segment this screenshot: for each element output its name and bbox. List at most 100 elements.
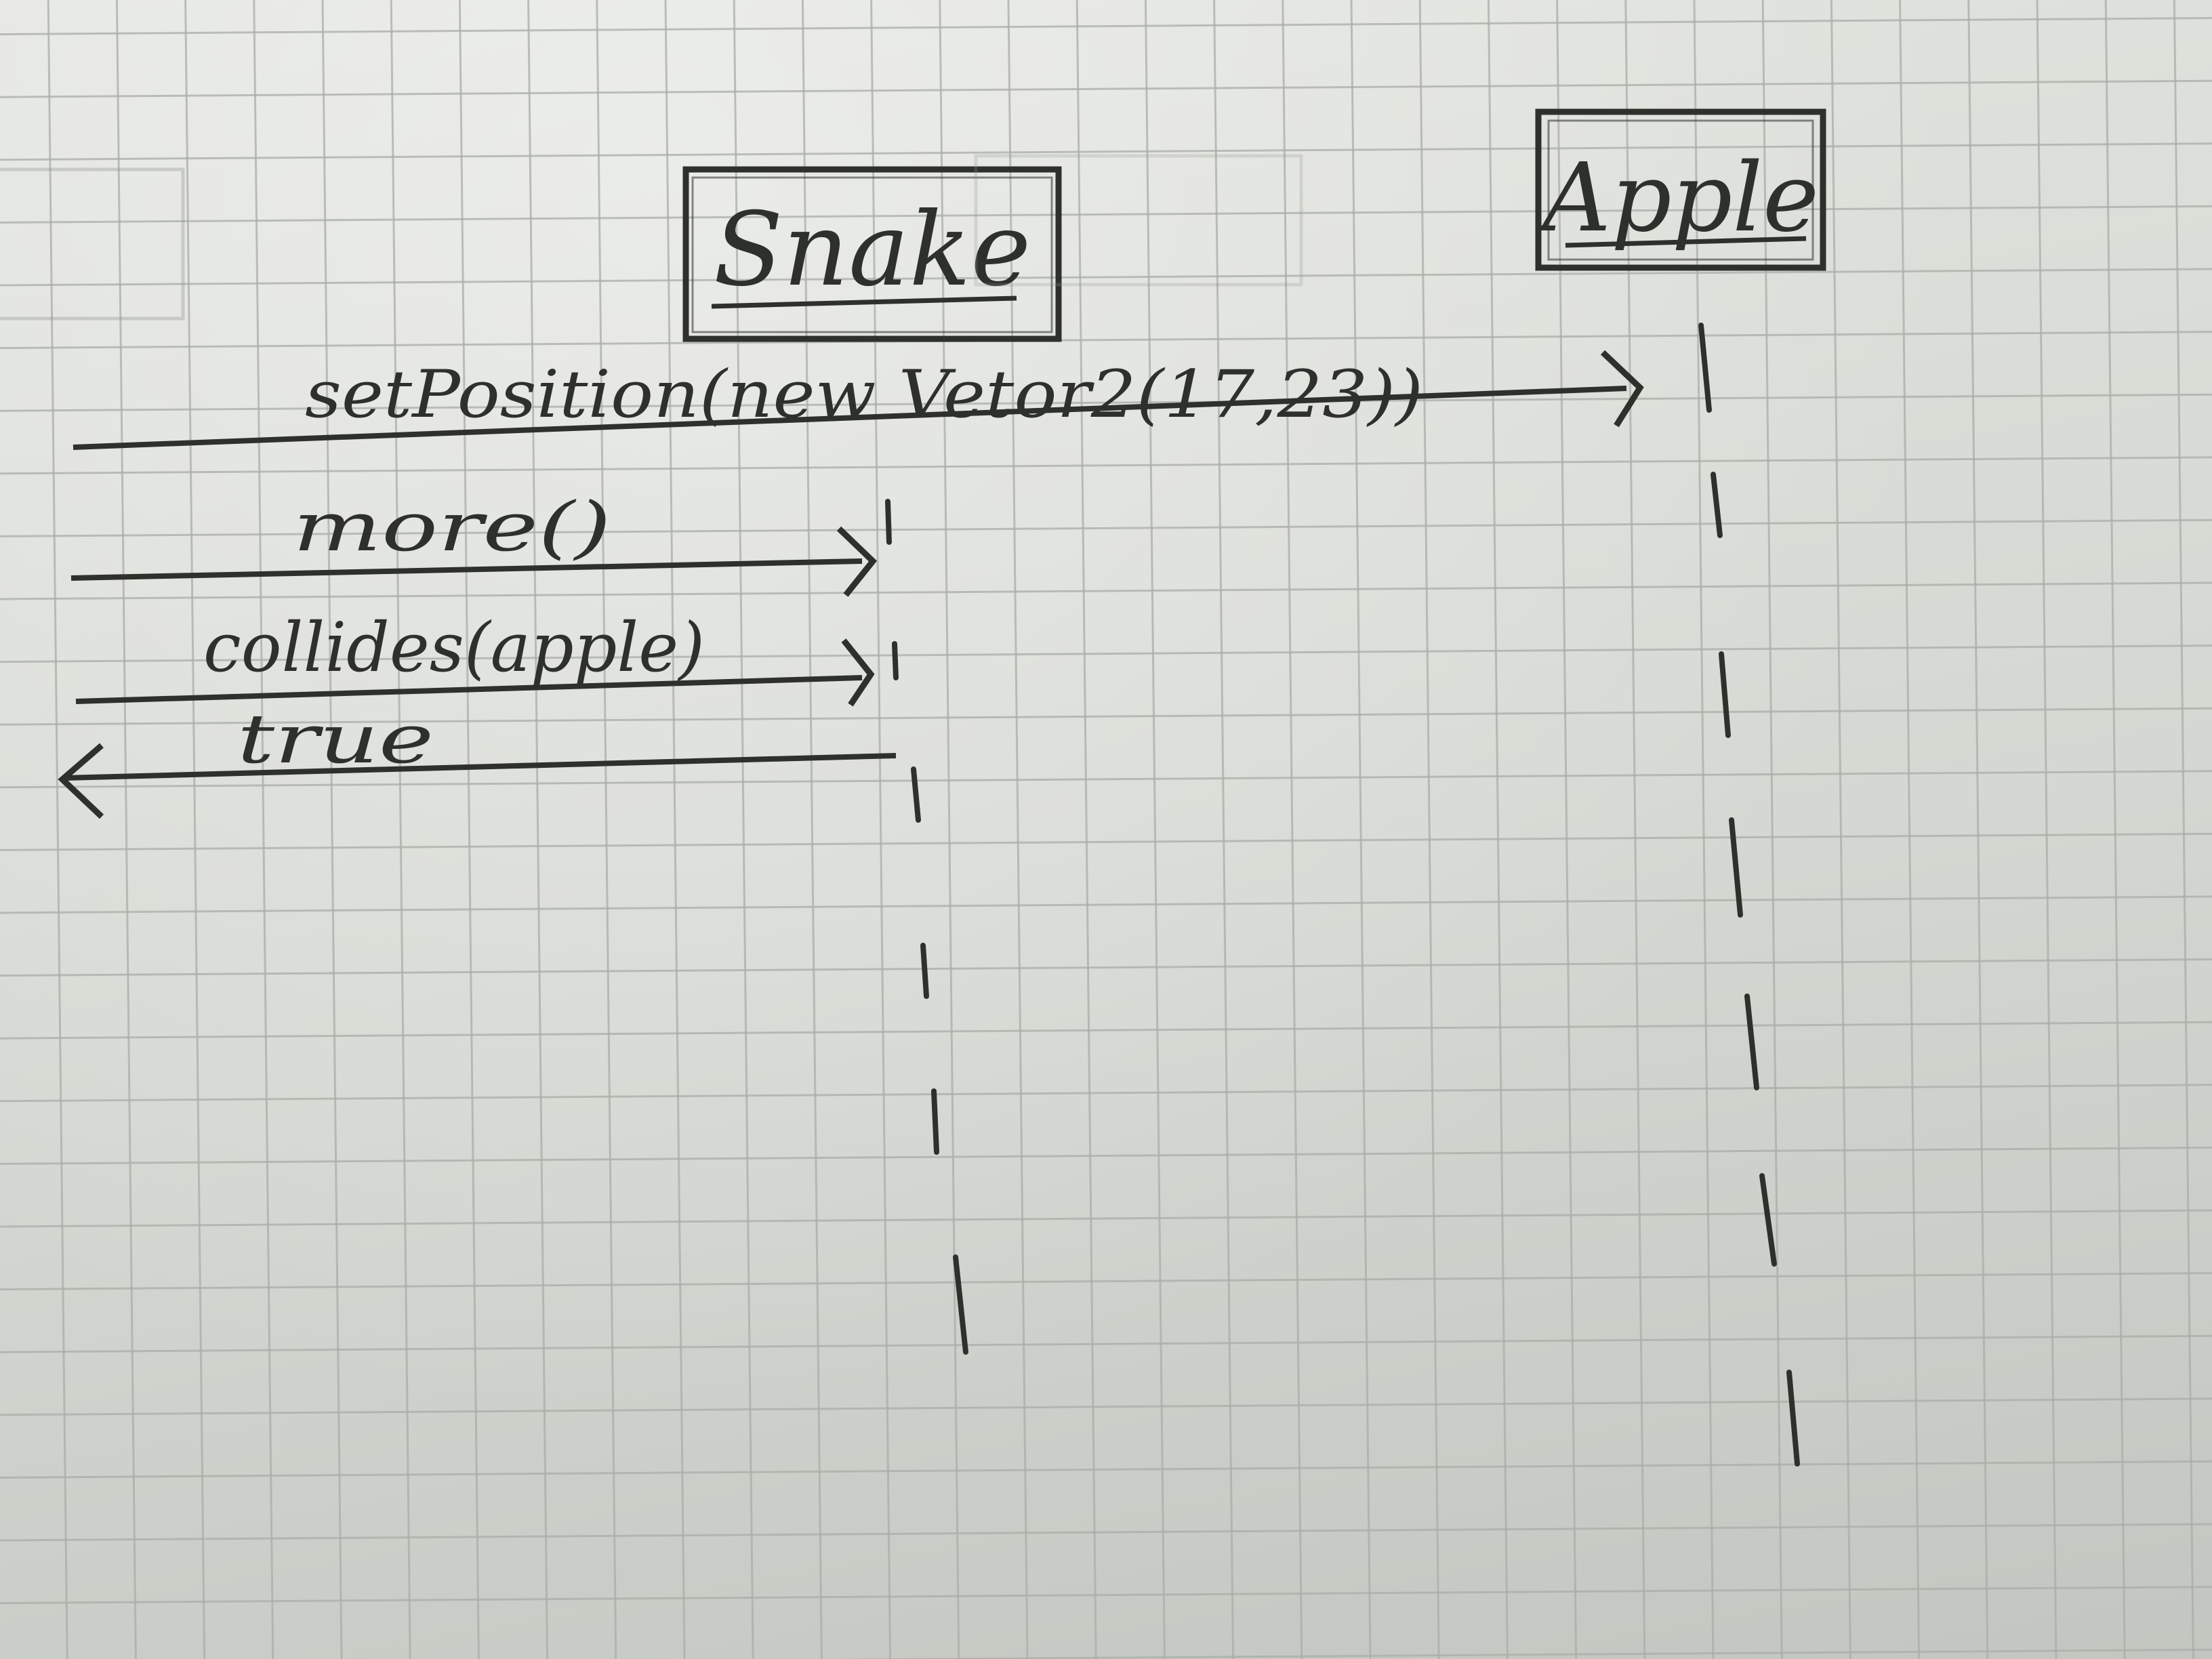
grid-line-vertical	[664, 0, 686, 1659]
grid-line-vertical	[2036, 0, 2057, 1659]
grid-line-vertical	[1624, 0, 1646, 1659]
grid-line-horizontal	[0, 1397, 2212, 1416]
lifeline-dash	[931, 1088, 939, 1155]
apple-box	[1535, 108, 1826, 271]
grid-line-horizontal	[0, 456, 2212, 475]
grid-line-vertical	[801, 0, 823, 1659]
grid-line-horizontal	[0, 518, 2212, 537]
grid-line-horizontal	[0, 1209, 2212, 1228]
grid-line-horizontal	[0, 1523, 2212, 1542]
grid-line-vertical	[939, 0, 960, 1659]
grid-line-vertical	[1761, 0, 1783, 1659]
grid-line-horizontal	[0, 205, 2212, 224]
grid-line-vertical	[1899, 0, 1921, 1659]
lifeline-dash	[953, 1254, 968, 1355]
lifeline-snake: Snake	[682, 166, 1062, 1355]
grid-line-vertical	[2173, 0, 2194, 1659]
message-setposition-label: setPosition(new Vetor2(17,23))	[305, 356, 1423, 432]
apple-label-underline	[1565, 236, 1807, 248]
grid-line-vertical	[458, 0, 480, 1659]
grid-line-horizontal	[0, 393, 2212, 412]
message-collides: collides(apple)	[75, 608, 875, 707]
snake-box	[682, 166, 1062, 342]
grid-line-vertical	[47, 0, 68, 1659]
grid-line-vertical	[1830, 0, 1851, 1659]
grid-line-vertical	[1487, 0, 1509, 1659]
erased-box-ghost	[0, 167, 185, 321]
lifeline-dash	[1744, 994, 1759, 1090]
grid-line-vertical	[733, 0, 754, 1659]
message-setposition-arrow-line	[73, 386, 1627, 450]
message-collides-label: collides(apple)	[203, 608, 705, 687]
lifeline-dash	[1786, 1370, 1800, 1467]
grid-line-horizontal	[0, 1460, 2212, 1479]
message-true-arrowhead	[58, 743, 104, 819]
lifeline-dash	[920, 943, 929, 999]
grid-line-horizontal	[0, 268, 2212, 287]
apple-box-inner	[1547, 119, 1814, 261]
grid-line-horizontal	[0, 1084, 2212, 1103]
lifeline-dash	[892, 641, 899, 680]
lifeline-dash	[1711, 472, 1723, 538]
snake-label-underline	[711, 295, 1017, 309]
grid-line-horizontal	[0, 1021, 2212, 1040]
apple-label: Apple	[1535, 143, 1819, 253]
apple-dashed-lifeline	[1698, 323, 1800, 1467]
lifeline-apple: Apple	[1535, 108, 1826, 1467]
grid-line-horizontal	[0, 1272, 2212, 1291]
lifeline-dash	[885, 499, 892, 545]
grid-line-horizontal	[802, 1648, 2212, 1659]
grid-line-horizontal	[0, 1334, 2212, 1353]
lifeline-dash	[911, 766, 921, 823]
erased-box-ghost-right	[974, 154, 1303, 287]
grid-line-horizontal	[0, 581, 2212, 600]
grid-line-vertical	[184, 0, 206, 1659]
grid-line-horizontal	[0, 958, 2212, 977]
grid-line-horizontal	[0, 1586, 2212, 1605]
snake-dashed-lifeline	[885, 499, 968, 1355]
message-more: more()	[70, 487, 878, 597]
grid-line-horizontal	[0, 707, 2212, 726]
message-collides-arrowhead	[841, 638, 875, 707]
grid-line-vertical	[390, 0, 411, 1659]
message-setposition: setPosition(new Vetor2(17,23))	[73, 350, 1644, 450]
grid-line-vertical	[1418, 0, 1440, 1659]
grid-line-horizontal	[0, 895, 2212, 914]
lifeline-dash	[1719, 651, 1731, 738]
snake-label: Snake	[714, 191, 1031, 309]
message-setposition-arrowhead	[1600, 350, 1644, 428]
grid-line-vertical	[1967, 0, 1989, 1659]
grid-line-vertical	[1556, 0, 1578, 1659]
message-true-arrow-line	[64, 753, 897, 781]
grid-line-vertical	[253, 0, 274, 1659]
grid-line-horizontal	[0, 832, 2212, 851]
grid-line-horizontal	[0, 79, 2212, 98]
lifeline-dash	[1729, 817, 1743, 918]
message-true: true	[58, 699, 897, 819]
grid-line-horizontal	[0, 142, 2212, 161]
message-more-arrowhead	[836, 526, 878, 597]
grid-line-vertical	[596, 0, 617, 1659]
grid-line-vertical	[1693, 0, 1715, 1659]
message-more-arrow-line	[70, 558, 863, 581]
grid-line-horizontal	[0, 1146, 2212, 1165]
grid-line-vertical	[115, 0, 137, 1659]
grid-line-vertical	[1007, 0, 1029, 1659]
message-more-label: more()	[293, 487, 611, 567]
message-true-label: true	[237, 699, 434, 779]
grid-line-horizontal	[0, 644, 2212, 663]
grid-line-horizontal	[0, 331, 2212, 350]
grid-line-vertical	[870, 0, 892, 1659]
grid-line-vertical	[2104, 0, 2126, 1659]
lifeline-dash	[1698, 323, 1712, 413]
message-collides-arrow-line	[75, 675, 863, 704]
snake-box-inner	[691, 176, 1053, 333]
grid-line-vertical	[321, 0, 343, 1659]
grid-line-vertical	[527, 0, 549, 1659]
grid-line-vertical	[1350, 0, 1372, 1659]
grid-line-horizontal	[0, 770, 2212, 789]
lifeline-dash	[1759, 1173, 1777, 1267]
